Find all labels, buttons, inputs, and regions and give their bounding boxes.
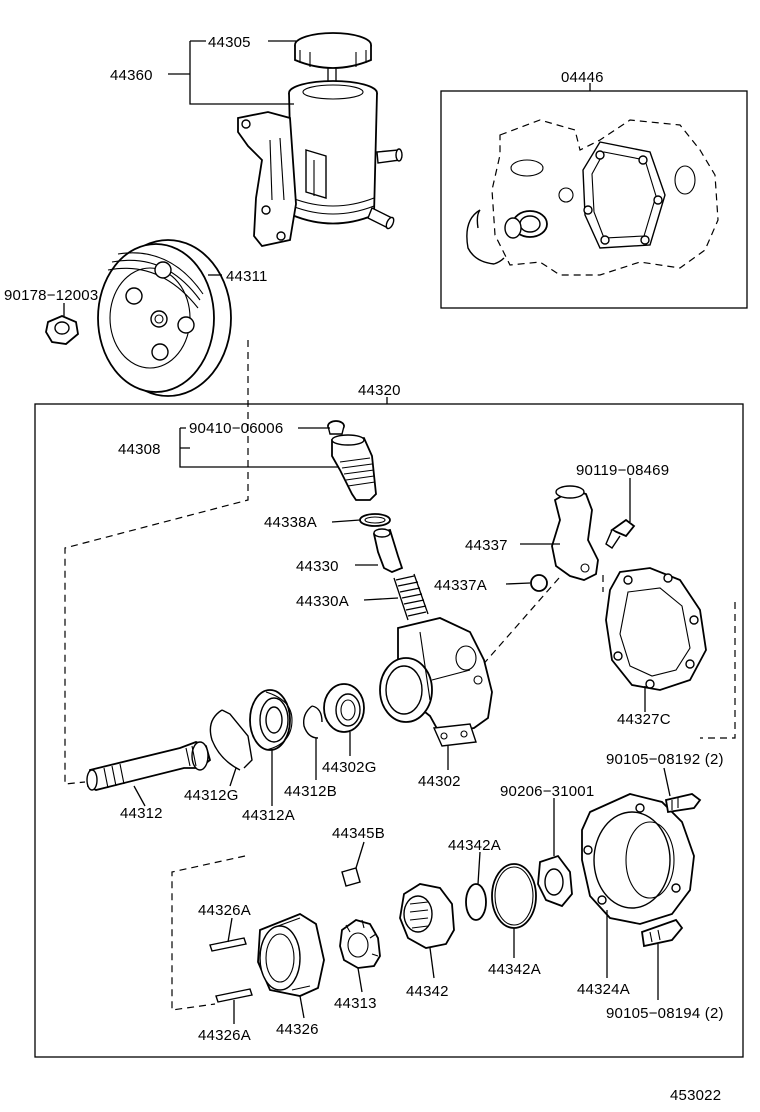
part-labels: 44305 44360 04446 44311 90178−12003 4432… (4, 34, 724, 1104)
label-90410-06006: 90410−06006 (189, 420, 283, 437)
label-90105-08194: 90105−08194 (2) (606, 1005, 724, 1022)
label-90119-08469: 90119−08469 (576, 462, 669, 479)
label-44312b: 44312B (284, 783, 337, 800)
gasket-kit-box (440, 90, 748, 309)
label-44327c: 44327C (617, 711, 671, 728)
reservoir-tank (237, 32, 403, 247)
label-44337a: 44337A (434, 577, 487, 594)
o-ring-44337a (530, 574, 548, 592)
pump-body (379, 617, 493, 747)
label-44305: 44305 (208, 34, 251, 51)
label-44342a-upper: 44342A (448, 837, 501, 854)
label-44308: 44308 (118, 441, 161, 458)
label-44360: 44360 (110, 67, 153, 84)
flow-control-valve (327, 420, 429, 621)
label-44324a: 44324A (577, 981, 630, 998)
label-44312a: 44312A (242, 807, 295, 824)
flange-nut (45, 315, 79, 345)
label-44302: 44302 (418, 773, 461, 790)
label-44338a: 44338A (264, 514, 317, 531)
label-44326a-lower: 44326A (198, 1027, 251, 1044)
label-44312: 44312 (120, 805, 163, 822)
label-44311: 44311 (226, 268, 268, 285)
label-44320: 44320 (358, 382, 401, 399)
pump-assembly-box (34, 403, 744, 1058)
label-44302g: 44302G (322, 759, 377, 776)
label-44326: 44326 (276, 1021, 319, 1038)
diagram-id: 453022 (670, 1087, 721, 1104)
label-44345b: 44345B (332, 825, 385, 842)
pulley (97, 239, 232, 397)
label-44313: 44313 (334, 995, 377, 1012)
shaft-parts (86, 683, 365, 791)
pump-internals (209, 793, 702, 1003)
union-fitting (530, 485, 636, 592)
label-04446: 04446 (561, 69, 604, 86)
label-44326a-upper: 44326A (198, 902, 251, 919)
label-90206-31001: 90206−31001 (500, 783, 594, 800)
gasket-kit (440, 90, 748, 309)
gasket-44327c (605, 567, 707, 691)
leader-lines (63, 40, 671, 1024)
label-44342a-lower: 44342A (488, 961, 541, 978)
label-44342: 44342 (406, 983, 449, 1000)
label-44330: 44330 (296, 558, 339, 575)
label-90178-12003: 90178−12003 (4, 287, 98, 304)
label-90105-08192: 90105−08192 (2) (606, 751, 724, 768)
label-44337: 44337 (465, 537, 508, 554)
label-44330a: 44330A (296, 593, 349, 610)
label-44312g: 44312G (184, 787, 239, 804)
